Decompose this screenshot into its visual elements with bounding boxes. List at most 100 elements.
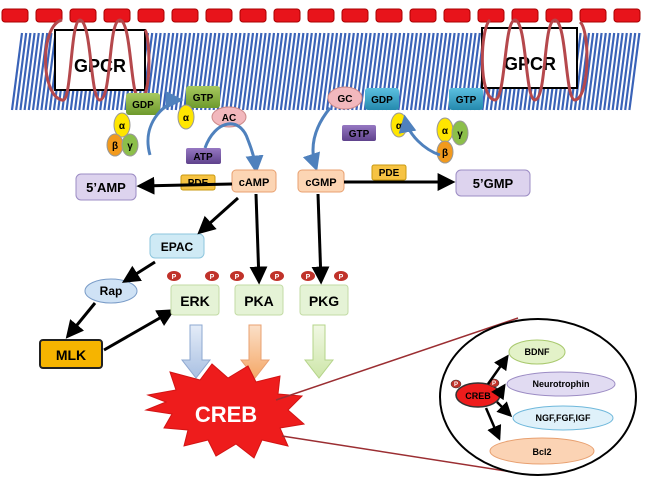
- ac-label: AC: [222, 113, 236, 124]
- atp-box: [186, 148, 221, 164]
- gamma-subunit-left: [121, 133, 139, 157]
- lipid-tail: [422, 32, 435, 111]
- gtp-substrate-box: [342, 125, 376, 141]
- phosphate-pkg-1-label: P: [306, 274, 311, 281]
- lipid-tail: [23, 32, 36, 111]
- pka-to-creb-block-arrow: [239, 324, 271, 379]
- phospholipid-head: [1, 8, 29, 23]
- guanylyl-cyclase: [327, 86, 363, 110]
- lipid-tail: [430, 32, 444, 111]
- lipid-tail: [237, 32, 250, 111]
- camp-to-epac-arrow: [197, 196, 240, 235]
- lipid-tail: [220, 32, 234, 111]
- phospholipid-head: [307, 8, 335, 23]
- phospholipid-head: [613, 8, 641, 23]
- amp-box: [75, 173, 137, 201]
- lipid-tail: [405, 32, 418, 111]
- phospholipid-head: [205, 8, 233, 23]
- creb-burst-shape: [144, 363, 306, 459]
- lipid-tail: [283, 32, 297, 111]
- phosphate-groups: P P P P P P: [167, 271, 348, 281]
- alpha-subunit-left: [113, 112, 131, 138]
- alpha-label-right-2: α: [442, 126, 449, 137]
- lipid-tail: [246, 32, 259, 111]
- lipid-tail: [414, 32, 427, 111]
- target-neurotrophin-label: Neurotrophin: [533, 379, 590, 389]
- creb-to-neurotrophin-arrow: [491, 383, 506, 401]
- gdp-label-left: GDP: [132, 100, 154, 111]
- lipid-tail: [603, 32, 616, 111]
- zoom-line-top: [275, 317, 519, 401]
- phospholipid-head: [239, 8, 267, 23]
- adenylyl-cyclase: [211, 106, 247, 128]
- cgmp-to-pkg-arrow: [311, 193, 330, 285]
- creb-target-genes-inset: CREB P P BDNF Neurotrophin NGF,FGF,IGF B…: [439, 318, 637, 476]
- target-bdnf-label: BDNF: [525, 347, 550, 357]
- phospholipid-head: [341, 8, 369, 23]
- phospholipid-head: [35, 8, 63, 23]
- lipid-tail: [288, 32, 301, 111]
- lipid-tail: [435, 32, 448, 111]
- lipid-tail: [292, 32, 305, 111]
- zoom-line-bottom: [281, 435, 526, 475]
- phosphate-pka-1-label: P: [235, 274, 240, 281]
- phospholipid-head: [511, 8, 539, 23]
- lipid-tail: [183, 32, 196, 111]
- gdp-box-left: [126, 93, 160, 115]
- gpcr-right-transmembrane-loops: [480, 18, 589, 102]
- creb-to-bcl2-arrow: [484, 407, 502, 441]
- pkg-label: PKG: [309, 293, 339, 309]
- lipid-tail: [426, 32, 439, 111]
- gpcr-left-label: GPCR: [74, 56, 126, 76]
- amp-label: 5’AMP: [86, 180, 126, 195]
- erk-node: ERK: [170, 284, 220, 316]
- gpcr-left: GPCR: [44, 18, 151, 102]
- target-ngf-fgf-igf: [512, 405, 614, 431]
- lipid-tail: [309, 32, 322, 111]
- lipid-tail: [628, 32, 641, 111]
- erk-to-creb-block-arrow: [180, 324, 212, 379]
- pkg-node: PKG: [299, 284, 349, 316]
- phosphate-pka-1: [230, 271, 244, 281]
- lipid-tail: [598, 32, 612, 111]
- alpha-label-right: α: [396, 121, 403, 132]
- epac-label: EPAC: [161, 240, 194, 254]
- lipid-tail: [590, 32, 603, 111]
- pka-box: [234, 284, 284, 316]
- lipid-tail: [624, 32, 637, 111]
- lipid-tail: [254, 32, 267, 111]
- phospholipid-head: [545, 8, 573, 23]
- pka-label: PKA: [244, 293, 274, 309]
- pde-right-label: PDE: [379, 168, 400, 179]
- phospholipid-head: [273, 8, 301, 23]
- lipid-tail: [267, 32, 280, 111]
- activation-arrow-left: [146, 91, 184, 156]
- creb-to-bdnf-arrow: [486, 354, 509, 385]
- lipid-tail: [611, 32, 624, 111]
- mlk-label: MLK: [56, 347, 86, 363]
- gmp-box: [455, 169, 531, 197]
- lipid-tail: [262, 32, 276, 111]
- target-neurotrophin: [506, 371, 616, 397]
- target-bdnf: [508, 339, 566, 365]
- cgmp-label: cGMP: [305, 177, 336, 189]
- lipid-tail: [229, 32, 242, 111]
- gamma-label-left: γ: [127, 141, 133, 152]
- epac-box: [149, 233, 205, 259]
- lipid-tail: [397, 32, 410, 111]
- lipid-tail: [582, 32, 595, 111]
- lipid-tail: [439, 32, 452, 111]
- inset-phosphate-2-label: P: [492, 381, 496, 387]
- phospholipid-head: [137, 8, 165, 23]
- lipid-tail: [409, 32, 423, 111]
- g-protein-left-inactive: GDP α β γ: [106, 93, 160, 157]
- target-bcl2-label: Bcl2: [532, 447, 551, 457]
- creb-to-ngf-arrow: [496, 401, 513, 418]
- gtp-substrate-label: GTP: [349, 129, 370, 140]
- beta-label-left: β: [112, 141, 118, 152]
- phosphate-erk-2: [205, 271, 219, 281]
- camp-label: cAMP: [239, 177, 270, 189]
- target-bcl2: [489, 437, 595, 465]
- activation-arrow-right: [398, 114, 441, 157]
